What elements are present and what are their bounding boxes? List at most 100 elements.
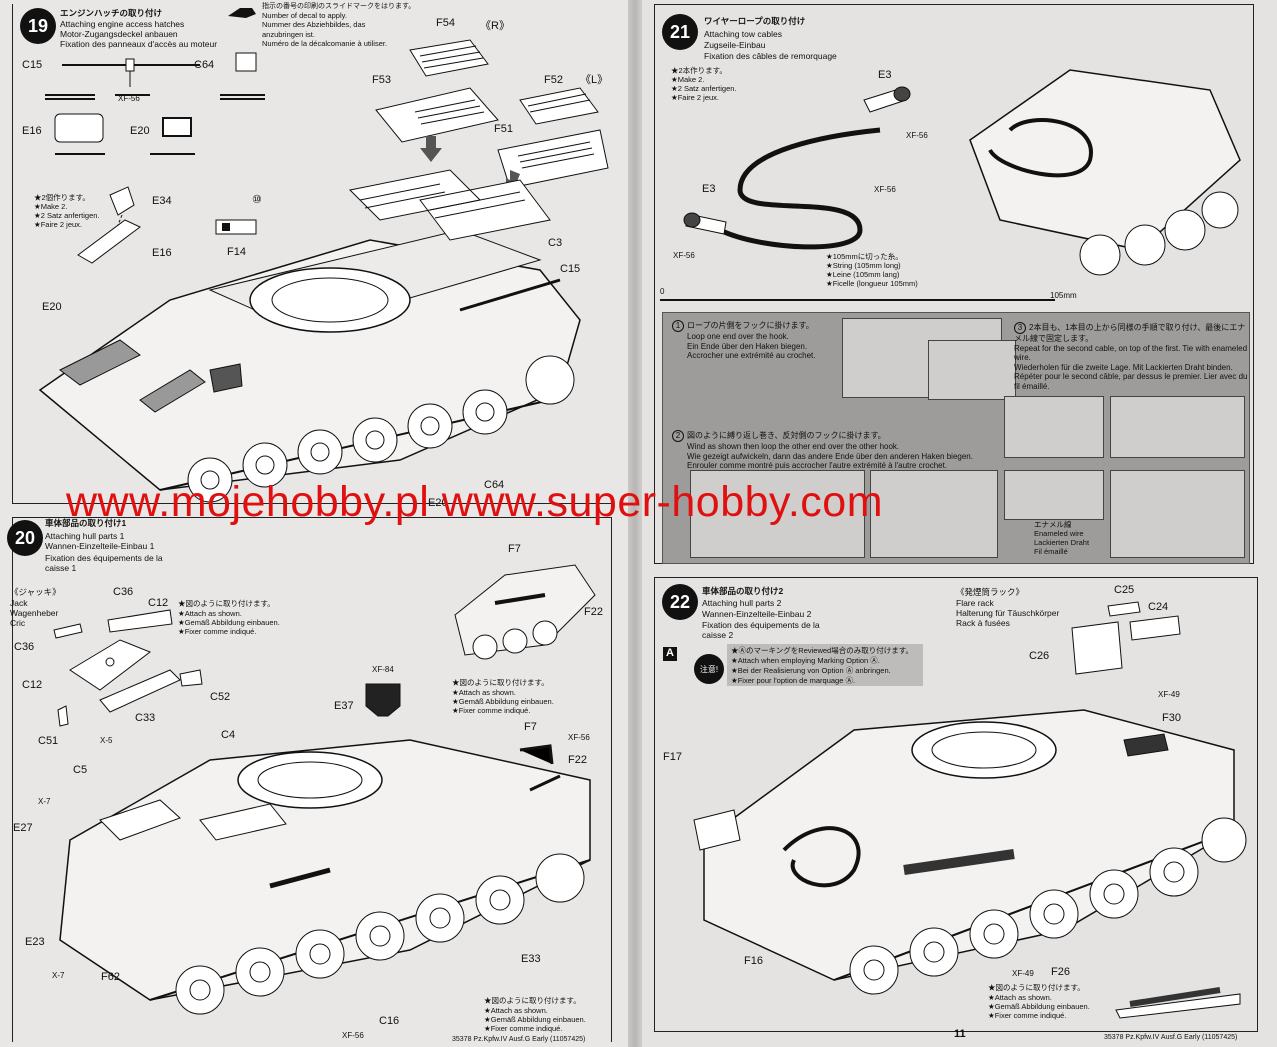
- option-a-box: A: [663, 647, 677, 661]
- decal-arrow-icon: [228, 8, 256, 18]
- wire-label-jp: エナメル線: [1034, 520, 1072, 529]
- step-19-decal-jp: 指示の番号の印刷のスライドマークをはります。: [262, 3, 416, 10]
- step-20-title-fr-1: Fixation des équipements de la caisse 1: [45, 553, 163, 573]
- step-20-attach2-jp: ★図のように取り付けます。: [452, 678, 549, 687]
- paint-label: XF-84: [372, 665, 394, 674]
- part-label: F16: [744, 955, 763, 967]
- step-19-title-fr: Fixation des panneaux d'accès au moteur: [60, 39, 218, 49]
- scale-zero-label: 0: [660, 287, 665, 296]
- part-label: E34: [152, 195, 172, 207]
- step-21-title-de: Zugseile-Einbau: [704, 40, 766, 50]
- step-21-string-en: ★String (105mm long): [826, 261, 901, 270]
- part-label: E20: [428, 497, 448, 509]
- step-22-attach-en: ★Attach as shown.: [988, 993, 1052, 1002]
- step-22-option-fr: ★Fixer pour l'option de marquage Ⓐ.: [731, 676, 856, 685]
- step-20-attach2-en: ★Attach as shown.: [452, 688, 516, 697]
- e34-e16-subassembly-drawing: [77, 186, 141, 264]
- step-20-attach2-de: ★Gemäß Abbildung einbauen.: [452, 697, 554, 706]
- part-label: C36: [14, 641, 35, 653]
- flare-rack-de: Halterung für Täuschkörper: [956, 608, 1060, 618]
- part-label: F22: [584, 606, 603, 618]
- side-left-label: 《L》: [580, 74, 609, 86]
- part-label: C5: [73, 764, 88, 776]
- step-22-title-fr: Fixation des équipements de la caisse 2: [702, 620, 820, 640]
- part-label: C25: [1114, 584, 1135, 596]
- engine-hatch-grille-drawing: [375, 39, 609, 189]
- step-22-title-en: Attaching hull parts 2: [702, 598, 782, 608]
- step-19-number: 19: [20, 8, 56, 44]
- decal-number-label: ⑩: [252, 194, 262, 206]
- step-21-title-en: Attaching tow cables: [704, 29, 782, 39]
- paint-label: X-7: [38, 797, 51, 806]
- step-22-title-jp: 車体部品の取り付け2: [702, 586, 784, 596]
- cable-photo-2: [928, 340, 1016, 400]
- f14-part-drawing: [215, 219, 257, 235]
- cable-photo-7: [1004, 470, 1104, 520]
- flare-rack-en: Flare rack: [956, 598, 994, 608]
- part-label: E27: [13, 822, 33, 834]
- c15-c64-rod-drawing: [45, 52, 265, 100]
- step-20-attach3-en: ★Attach as shown.: [484, 1006, 548, 1015]
- step-22-panel: [654, 577, 1258, 1032]
- step-21-title-fr: Fixation des câbles de remorquage: [704, 51, 837, 61]
- part-label: C3: [548, 237, 563, 249]
- step-21-number: 21: [662, 14, 698, 50]
- paint-label: XF-56: [874, 185, 896, 194]
- step-19-decal-en: Number of decal to apply.: [262, 11, 347, 20]
- part-label: F51: [494, 123, 513, 135]
- insert-arrow-icon: [420, 136, 442, 162]
- step-20-panel: [12, 517, 612, 1042]
- part-label: F52: [544, 74, 563, 86]
- page-number: 11: [954, 1028, 966, 1040]
- part-label: F14: [227, 246, 246, 258]
- step-19-decal-fr: Numéro de la décalcomanie à utiliser.: [262, 39, 388, 48]
- jack-label-fr: Cric: [10, 618, 26, 628]
- tow-cable-drawing: [683, 86, 911, 250]
- part-label: E3: [702, 183, 716, 195]
- paint-label: XF-56: [118, 94, 140, 103]
- wire-label-de: Lackierten Draht: [1034, 538, 1090, 547]
- part-label: E37: [334, 700, 354, 712]
- step-20-attach3-de: ★Gemäß Abbildung einbauen.: [484, 1015, 586, 1024]
- step-21-make2-jp: ★2本作ります。: [671, 66, 727, 75]
- footer-kit-right: 35378 Pz.Kpfw.IV Ausf.G Early (11057425): [1104, 1034, 1238, 1041]
- flare-rack-jp: 《発煙筒ラック》: [956, 587, 1025, 597]
- step-22-title-de: Wannen-Einzelteile-Einbau 2: [702, 609, 812, 619]
- step-21-make2-fr: ★Faire 2 jeux.: [671, 93, 719, 102]
- part-label: E20: [130, 125, 150, 137]
- part-label: C15: [560, 263, 581, 275]
- part-label: F53: [372, 74, 391, 86]
- flare-rack-drawing: [1071, 601, 1181, 675]
- part-label: C36: [113, 586, 134, 598]
- cable-photo-4: [1110, 396, 1245, 458]
- part-label: F30: [1162, 712, 1181, 724]
- length-scale-bar: [660, 299, 1055, 301]
- step-21-title-jp: ワイヤーロープの取り付け: [704, 16, 806, 26]
- part-label: E16: [152, 247, 172, 259]
- flare-rack-fr: Rack à fusées: [956, 618, 1010, 628]
- page-gutter: [628, 0, 642, 1047]
- step-19-title-jp: エンジンハッチの取り付け: [60, 8, 163, 18]
- step-19-decal-de: Nummer des Abziehbildes, das anzubringen…: [262, 20, 366, 39]
- step-20-attach2-fr: ★Fixer comme indiqué.: [452, 706, 531, 715]
- part-label: E3: [878, 69, 892, 81]
- tank-hull-drawing-step20: [59, 739, 591, 1015]
- caution-badge: 注意!: [694, 654, 724, 684]
- part-label: C51: [38, 735, 59, 747]
- step-20-attach3-jp: ★図のように取り付けます。: [484, 996, 581, 1005]
- part-label: C12: [22, 679, 43, 691]
- footer-kit-left: 35378 Pz.Kpfw.IV Ausf.G Early (11057425): [452, 1036, 586, 1043]
- step-21-string-jp: ★105mmに切った糸。: [826, 252, 903, 261]
- part-label: C64: [484, 479, 505, 491]
- part-label: F7: [524, 721, 537, 733]
- part-label: C26: [1029, 650, 1050, 662]
- jack-assembly-drawing: [53, 609, 203, 727]
- step-22-attach-jp: ★図のように取り付けます。: [988, 983, 1085, 992]
- paint-label: XF-56: [342, 1031, 364, 1040]
- step-21-make2-de: ★2 Satz anfertigen.: [671, 84, 737, 93]
- part-label: C12: [148, 597, 169, 609]
- tank-hull-drawing-step22: [693, 709, 1247, 995]
- wire-label-en: Enameled wire: [1034, 529, 1084, 538]
